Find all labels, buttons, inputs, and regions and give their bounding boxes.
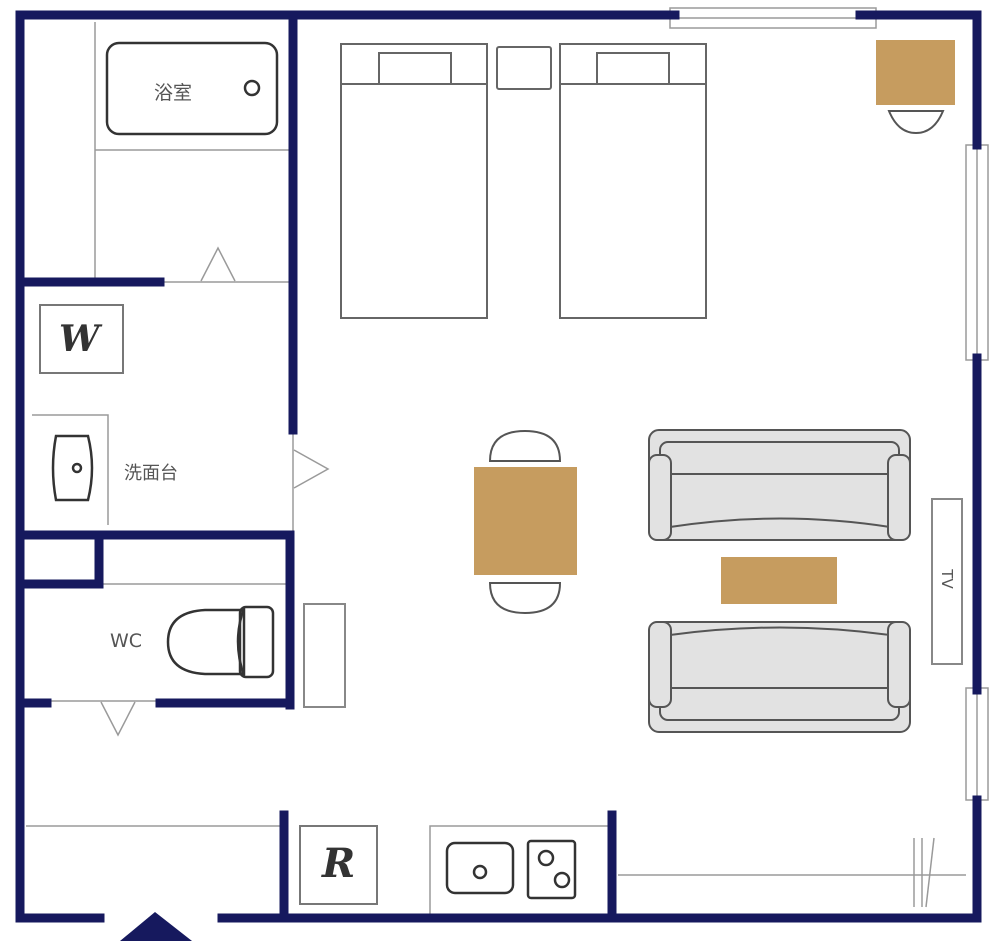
bed-left bbox=[340, 43, 488, 319]
dining-chair-bottom bbox=[488, 582, 562, 615]
sofa-bottom bbox=[648, 621, 911, 733]
sofa-top bbox=[648, 429, 911, 541]
dining-chair-top bbox=[488, 429, 562, 462]
desk-chair bbox=[887, 110, 945, 135]
tv-label: TV bbox=[938, 569, 956, 589]
bathtub bbox=[105, 41, 279, 136]
burner-2-icon bbox=[553, 871, 571, 889]
burner-1-icon bbox=[537, 849, 555, 867]
sink-drain-icon bbox=[71, 462, 83, 474]
washroom-door-icon bbox=[293, 449, 330, 489]
bed-right bbox=[559, 43, 707, 319]
bathroom-label: 浴室 bbox=[154, 82, 193, 104]
toilet-bowl bbox=[166, 608, 246, 676]
stove bbox=[526, 839, 577, 900]
refrigerator bbox=[299, 825, 378, 905]
washing-machine-label: W bbox=[59, 318, 100, 360]
wall-left bbox=[15, 10, 105, 923]
washroom-label: 洗面台 bbox=[124, 463, 178, 484]
kitchen-counter bbox=[429, 825, 611, 917]
wall-storage bbox=[19, 535, 104, 589]
pillow-right bbox=[596, 52, 670, 85]
kitchen-sink bbox=[445, 841, 515, 895]
vanity-outline bbox=[32, 414, 109, 525]
toilet-label: WC bbox=[110, 630, 143, 652]
toilet-seat-line bbox=[236, 607, 246, 677]
kitchen-sink-drain-icon bbox=[472, 864, 488, 880]
tv-stand bbox=[931, 498, 963, 665]
wall-top-right bbox=[855, 10, 982, 150]
washing-machine bbox=[39, 304, 124, 374]
desk bbox=[876, 40, 955, 105]
bath-door-icon bbox=[200, 246, 236, 282]
closet-mark-3 bbox=[925, 837, 935, 908]
refrigerator-label: R bbox=[322, 840, 356, 887]
entrance-arrow-icon bbox=[120, 912, 192, 941]
toilet-tank bbox=[238, 605, 275, 679]
pillow-left bbox=[378, 52, 452, 85]
nightstand bbox=[496, 46, 552, 90]
toilet-door-icon bbox=[100, 701, 136, 737]
bathtub-drain-icon bbox=[243, 79, 261, 97]
coffee-table bbox=[721, 557, 837, 604]
wall-bottom-right bbox=[217, 795, 982, 923]
dining-table bbox=[474, 467, 577, 575]
vanity-sink bbox=[51, 434, 94, 502]
shoe-cabinet bbox=[303, 603, 346, 708]
